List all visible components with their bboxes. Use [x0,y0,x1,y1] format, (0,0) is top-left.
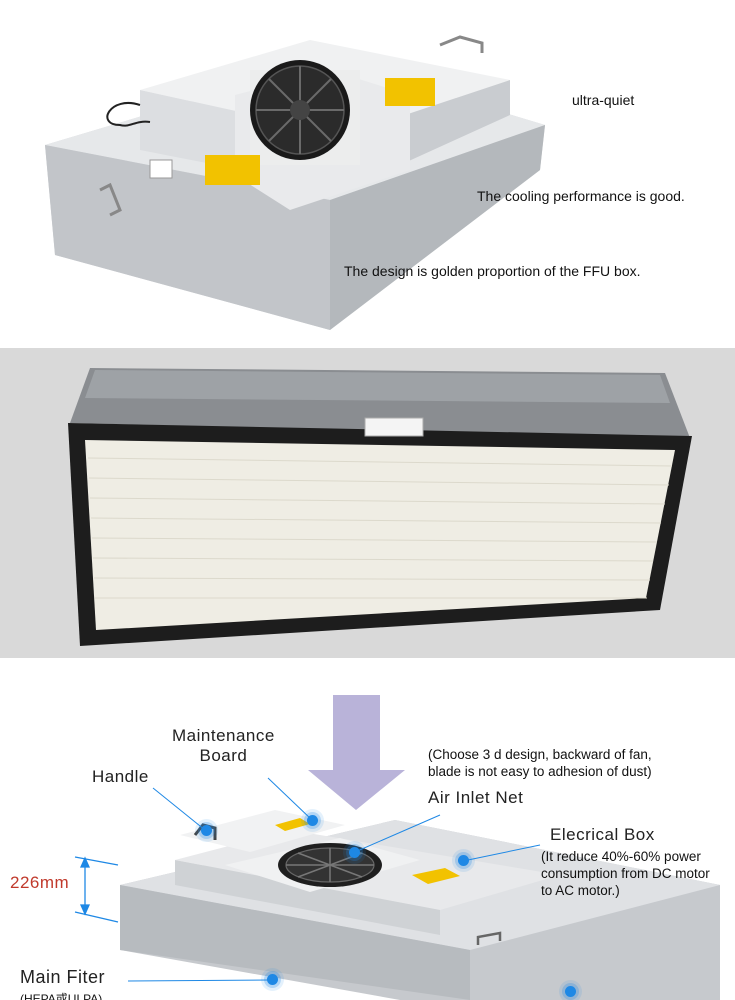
annotated-ffu-illustration [74,695,720,1000]
warning-label-icon [412,868,460,884]
filter-unit-illustration [68,368,692,646]
dimension-height-label: 226mm [10,873,70,892]
callout-air-inlet-net: Air Inlet Net [428,788,524,807]
panel-filter-photo [0,348,735,658]
callout-dot-maintenance-board [307,815,318,826]
note-golden-proportion: The design is golden proportion of the F… [344,263,641,279]
callout-dot-handle [201,825,212,836]
panel-annotated-diagram: Maintenance Board Handle (Choose 3 d des… [0,660,735,1000]
note-cooling: The cooling performance is good. [477,188,685,204]
airflow-arrow-icon [308,695,405,810]
warning-label-icon [385,78,435,106]
callout-dot-air-inlet-net [349,847,360,858]
callout-electrical-note: (It reduce 40%-60% power consumption fro… [541,849,710,898]
callout-design-note: (Choose 3 d design, backward of fan, bla… [428,747,652,779]
warning-label-icon [205,155,260,185]
callout-main-filter: Main Fiter [20,967,106,987]
callout-dot-main-filter [267,974,278,985]
callout-maintenance-board: Maintenance Board [172,726,275,765]
callout-dot-electrical-box [458,855,469,866]
callout-dot-bottom [565,986,576,997]
ffu-unit-illustration [45,35,545,330]
callout-main-filter-note: (HEPA或ULPA) [20,992,103,1000]
warning-label-icon [275,818,310,831]
callout-handle: Handle [92,767,149,786]
note-ultra-quiet: ultra-quiet [572,92,635,108]
callout-electrical-box: Elecrical Box [550,825,655,844]
panel-ffu-top: ultra-quiet The cooling performance is g… [0,0,735,345]
